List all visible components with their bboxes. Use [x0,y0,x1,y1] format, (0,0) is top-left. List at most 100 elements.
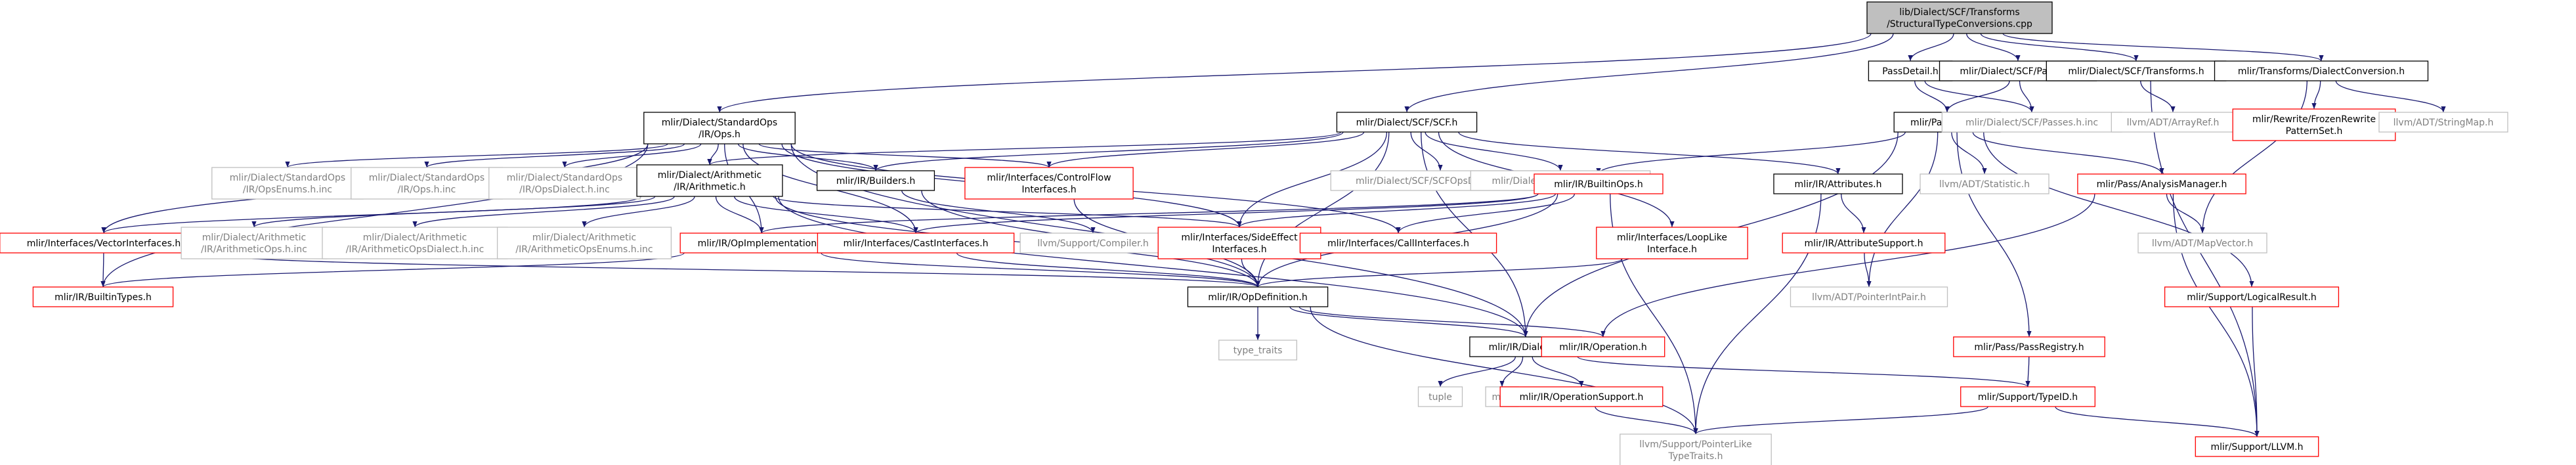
node-box [1920,173,2050,194]
node-logical-result[interactable]: mlir/Support/LogicalResult.h [2164,286,2340,307]
node-tuple[interactable]: tuple [1417,386,1463,407]
node-ptr-int-pair[interactable]: llvm/ADT/PointerIntPair.h [1790,286,1948,307]
node-attr-support[interactable]: mlir/IR/AttributeSupport.h [1782,232,1946,254]
node-box [1541,336,1665,357]
node-mapvector[interactable]: llvm/ADT/MapVector.h [2137,232,2267,254]
node-builders[interactable]: mlir/IR/Builders.h [816,170,935,191]
node-label: mlir/Dialect/StandardOps [662,118,777,128]
edge-attributes-to-attr_support [1841,193,1866,234]
node-box [1960,386,2095,407]
node-label: lib/Dialect/SCF/Transforms [1899,7,2019,18]
edge-dialect_conversion-to-mapvector [2200,80,2308,234]
edge-type_id-to-ptr_like_traits [1693,406,1988,435]
node-arith-dialect-inc[interactable]: mlir/Dialect/Arithmetic/IR/ArithmeticOps… [322,227,508,259]
edge-builders-to-compiler_h [901,190,1096,234]
node-op-support[interactable]: mlir/IR/OperationSupport.h [1499,386,1664,407]
node-box [636,164,783,197]
node-label: llvm/ADT/ArrayRef.h [2127,118,2220,128]
node-op-def[interactable]: mlir/IR/OpDefinition.h [1187,286,1329,307]
edge-arith_h-to-op_impl [715,196,764,234]
edge-analysis_mgr-to-mapvector [2166,193,2205,234]
node-label: /IR/Arithmetic.h [674,182,746,192]
node-root[interactable]: lib/Dialect/SCF/Transforms/StructuralTyp… [1866,1,2053,34]
node-call-iface[interactable]: mlir/Interfaces/CallInterfaces.h [1299,232,1497,254]
node-arith-h[interactable]: mlir/Dialect/Arithmetic/IR/Arithmetic.h [636,164,783,197]
edge-dialect_h-to-type_id [1577,356,2030,388]
node-llvm-h[interactable]: mlir/Support/LLVM.h [2195,436,2319,457]
node-box [679,232,844,254]
edge-analysis_mgr-to-operation_h [1600,193,2095,338]
edge-std_ops-to-std_ops_inc [424,143,685,168]
edge-arith_h-to-arith_ops_inc [251,196,656,228]
node-type-traits[interactable]: type_traits [1218,340,1297,361]
node-arith-enums-inc[interactable]: mlir/Dialect/Arithmetic/IR/ArithmeticOps… [496,227,672,259]
node-scf-h[interactable]: mlir/Dialect/SCF/SCF.h [1336,112,1478,133]
node-std-ops[interactable]: mlir/Dialect/StandardOps/IR/Ops.h [643,112,796,144]
node-label: /IR/ArithmeticOps.h.inc [201,244,307,255]
node-dialect-conversion[interactable]: mlir/Transforms/DialectConversion.h [2214,60,2429,81]
node-analysis-mgr[interactable]: mlir/Pass/AnalysisManager.h [2077,173,2246,194]
edge-op_def-to-ptr_like_traits [1310,306,1698,435]
node-std-ops-inc[interactable]: mlir/Dialect/StandardOps/IR/Ops.h.inc [351,167,503,200]
edge-root-to-passdetail [1908,33,1954,62]
node-label: llvm/Support/Compiler.h [1037,238,1149,249]
edge-pass_h-to-logical_result [1983,131,2254,288]
node-label: mlir/Interfaces/CallInterfaces.h [1327,238,1469,249]
node-label: /IR/ArithmeticOpsEnums.h.inc [515,244,653,255]
node-box [2137,232,2267,254]
node-box [817,232,1015,254]
node-op-impl[interactable]: mlir/IR/OpImplementation.h [679,232,844,254]
node-vector-iface[interactable]: mlir/Interfaces/VectorInterfaces.h [0,232,208,254]
edge-pass_h-to-statistic [1951,131,1987,175]
node-label: mlir/Dialect/SCF/Passes.h.inc [1965,118,2098,128]
edge-scf_h-to-op_def [1255,131,1390,288]
node-arrayref[interactable]: llvm/ADT/ArrayRef.h [2111,112,2235,133]
node-type-id[interactable]: mlir/Support/TypeID.h [1960,386,2095,407]
edge-builtin_ops-to-side_effect [1237,193,1556,228]
node-box [1299,232,1497,254]
edge-analysis_mgr-to-llvm_h [2172,193,2260,437]
node-passdetail[interactable]: PassDetail.h [1868,60,1953,81]
node-label: mlir/IR/AttributeSupport.h [1805,238,1923,249]
node-attributes[interactable]: mlir/IR/Attributes.h [1773,173,1903,194]
node-std-enums-inc[interactable]: mlir/Dialect/StandardOps/IR/OpsEnums.h.i… [211,167,364,200]
node-compiler-h[interactable]: llvm/Support/Compiler.h [1020,232,1167,254]
edge-arith_h-to-side_effect [773,196,1242,228]
edge-scf_h-to-builders [873,131,1344,171]
node-cast-iface[interactable]: mlir/Interfaces/CastInterfaces.h [817,232,1015,254]
node-builtin-ops[interactable]: mlir/IR/BuiltinOps.h [1534,173,1664,194]
node-stringmap[interactable]: llvm/ADT/StringMap.h [2378,112,2508,133]
edge-cast_iface-to-op_def [956,252,1260,288]
node-box [1790,286,1948,307]
node-box [1020,232,1167,254]
node-operation-h[interactable]: mlir/IR/Operation.h [1541,336,1665,357]
edge-scf_transforms-to-llvm_h [2150,80,2260,437]
node-passes-inc[interactable]: mlir/Dialect/SCF/Passes.h.inc [1941,112,2122,133]
node-pass-registry[interactable]: mlir/Pass/PassRegistry.h [1953,336,2105,357]
node-scf-transforms[interactable]: mlir/Dialect/SCF/Transforms.h [2046,60,2227,81]
node-label: llvm/ADT/StringMap.h [2394,118,2494,128]
node-label: mlir/IR/Attributes.h [1795,179,1882,190]
node-arith-ops-inc[interactable]: mlir/Dialect/Arithmetic/IR/ArithmeticOps… [181,227,328,259]
node-box [1218,340,1297,361]
node-statistic[interactable]: llvm/ADT/Statistic.h [1920,173,2050,194]
edge-pass_registry-to-type_id [2025,356,2030,388]
node-box [1866,1,2053,34]
node-builtin-types[interactable]: mlir/IR/BuiltinTypes.h [32,286,174,307]
node-label: llvm/ADT/MapVector.h [2152,238,2253,249]
node-label: /IR/OpsEnums.h.inc [243,185,332,195]
node-std-dialect-inc[interactable]: mlir/Dialect/StandardOps/IR/OpsDialect.h… [488,167,641,200]
node-label: mlir/IR/BuiltinTypes.h [54,292,152,303]
node-box [1417,386,1463,407]
node-label: mlir/Interfaces/VectorInterfaces.h [27,238,181,249]
node-label: mlir/Dialect/SCF/Transforms.h [2068,66,2204,77]
node-label: /IR/OpsDialect.h.inc [519,185,610,195]
node-label: mlir/Support/TypeID.h [1978,392,2078,403]
edge-pass_h-to-analysis_mgr [1972,131,2164,175]
